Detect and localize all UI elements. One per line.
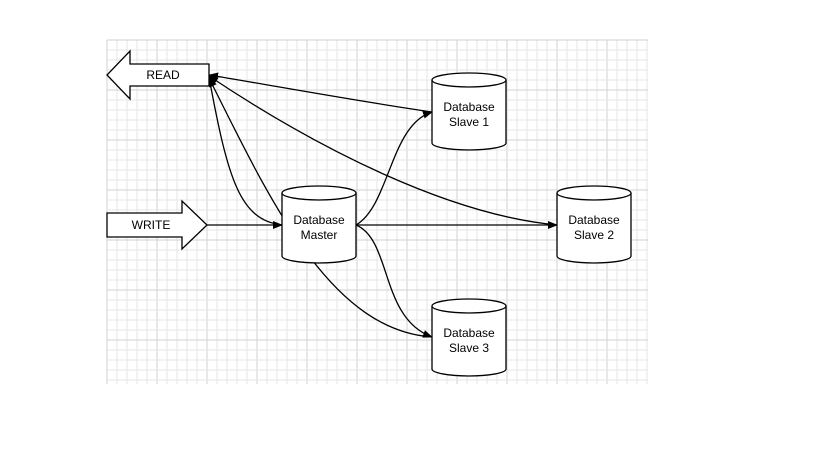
slave1-label-line1: Database	[443, 100, 495, 114]
slave2-label-line1: Database	[568, 213, 620, 227]
database-slave1-node: Database Slave 1	[431, 72, 507, 151]
edge-master-to-slave1	[355, 110, 433, 226]
slave3-label-line1: Database	[443, 326, 495, 340]
write-arrow: WRITE	[106, 199, 208, 251]
database-master-node: Database Master	[281, 185, 357, 264]
write-label: WRITE	[132, 218, 171, 232]
database-slave2-node: Database Slave 2	[556, 185, 632, 264]
edge-slave2-to-read	[208, 75, 558, 226]
edge-master-to-read	[206, 76, 283, 226]
master-label-line1: Database	[293, 213, 345, 227]
master-label-line2: Master	[301, 228, 338, 242]
read-arrow: READ	[106, 49, 210, 101]
slave1-label-line2: Slave 1	[449, 115, 489, 129]
database-slave3-node: Database Slave 3	[431, 298, 507, 377]
slave3-label-line2: Slave 3	[449, 341, 489, 355]
slave2-label-line2: Slave 2	[574, 228, 614, 242]
edge-slave1-to-read	[208, 72, 433, 113]
read-label: READ	[146, 68, 180, 82]
edge-master-to-slave3	[355, 224, 433, 338]
